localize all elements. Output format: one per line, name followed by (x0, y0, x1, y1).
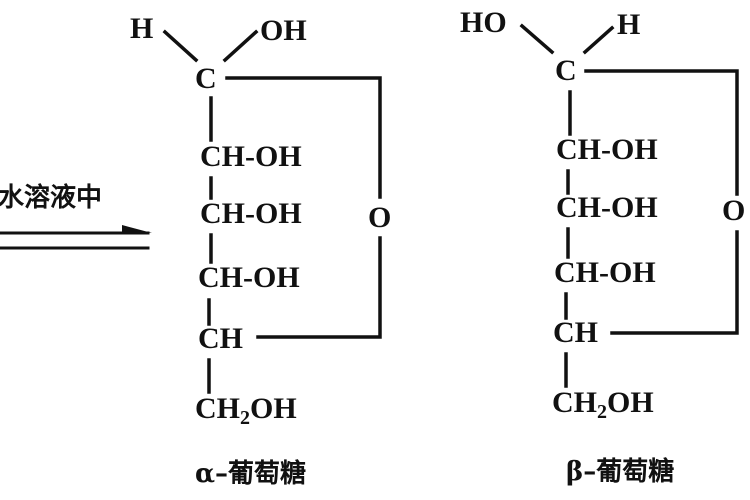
alpha-row-2: CH-OH (200, 197, 302, 230)
alpha-row-3: CH-OH (198, 261, 300, 294)
beta-glucose-label: β–葡萄糖 (566, 456, 674, 487)
bond-line (519, 23, 555, 55)
alpha-top-h: H (130, 12, 153, 45)
beta-top-h: H (617, 8, 640, 41)
alpha-glucose-structure: H OH C O CH-OH CH-OH CH-OH CH CH2OH α–葡萄… (130, 12, 391, 489)
ring-bond-lower (256, 236, 382, 339)
ring-bond-upper (584, 69, 739, 196)
condition-label: 水溶液中 (0, 182, 102, 213)
alpha-ring-oxygen: O (368, 201, 391, 234)
beta-anomeric-c: C (555, 54, 577, 87)
beta-ch2oh: CH2OH (552, 386, 654, 423)
alpha-ch2oh: CH2OH (195, 392, 297, 429)
equilibrium-arrow-icon (0, 225, 152, 250)
alpha-row-1: CH-OH (200, 140, 302, 173)
beta-row-4: CH (553, 316, 598, 349)
beta-row-2: CH-OH (556, 191, 658, 224)
beta-top-ho: HO (460, 6, 507, 39)
alpha-row-4: CH (198, 322, 243, 355)
bond-line (582, 25, 615, 55)
alpha-top-oh: OH (260, 14, 307, 47)
bond-line (162, 29, 199, 63)
beta-ring-oxygen: O (722, 194, 745, 227)
alpha-anomeric-c: C (195, 62, 217, 95)
ring-bond-lower (610, 230, 739, 335)
ring-bond-upper (225, 76, 382, 199)
alpha-glucose-label: α–葡萄糖 (195, 458, 306, 489)
beta-glucose-structure: HO H C O CH-OH CH-OH CH-OH CH CH2OH β–葡萄… (460, 6, 745, 487)
beta-row-3: CH-OH (554, 256, 656, 289)
bond-line (222, 29, 259, 63)
beta-row-1: CH-OH (556, 133, 658, 166)
